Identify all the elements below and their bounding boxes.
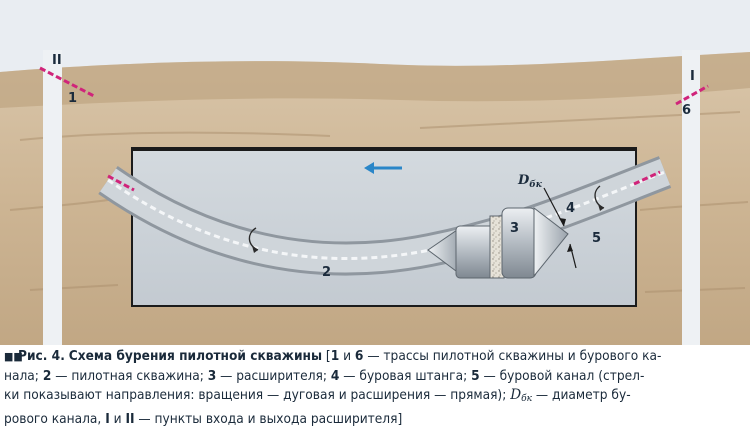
track-right-surface — [675, 84, 709, 106]
drilling-diagram: II 1 I 6 2 3 4 5 Dбк — [0, 0, 750, 345]
caption-num: II — [125, 410, 135, 427]
caption-text: — трассы пилотной скважины и бурового ка… — [363, 348, 662, 364]
caption-num: I — [105, 410, 110, 427]
diameter-subscript: бк — [529, 179, 542, 190]
label-exit-point: II — [52, 53, 62, 68]
caption-num: 5 — [471, 367, 480, 384]
track-left-chamber — [107, 174, 135, 192]
diameter-symbol: D — [517, 173, 530, 188]
caption-text: и — [109, 410, 126, 427]
caption-num: 3 — [207, 367, 217, 384]
caption-line-2: нала; 2 — пилотная скважина; 3 — расшири… — [4, 367, 744, 387]
exit-shaft — [43, 50, 62, 345]
label-pilot-hole: 2 — [322, 265, 331, 280]
caption-text: — расширителя; — [216, 367, 331, 384]
caption-fig-label: Рис. 4. — [18, 348, 65, 364]
pilot-hole-line — [107, 170, 666, 261]
caption-bullet-icon: ■■ — [4, 350, 23, 363]
caption-line-3: ки показывают направления: вращения — ду… — [4, 386, 744, 410]
caption-text: — пункты входа и выхода расширителя] — [134, 410, 403, 427]
caption-text: — пилотная скважина; — [51, 367, 208, 384]
caption-line-1: ■■Рис. 4. Схема бурения пилотной скважин… — [4, 347, 744, 367]
caption-text: ки показывают направления: вращения — ду… — [4, 387, 511, 403]
label-track-left: 1 — [68, 91, 77, 106]
caption-num: 1 — [330, 348, 340, 364]
caption-text: и — [339, 348, 355, 364]
topsoil-band — [0, 52, 750, 108]
chamber-top-edge — [132, 147, 636, 151]
direction-arrow-head — [364, 162, 374, 174]
caption-num: 2 — [42, 367, 52, 384]
caption-fig-title: Схема бурения пилотной скважины — [68, 348, 323, 364]
caption-text: нала; — [4, 367, 43, 384]
figure-caption: ■■Рис. 4. Схема бурения пилотной скважин… — [4, 347, 744, 429]
caption-text: — буровой канал (стрел- — [479, 367, 645, 384]
label-bore-channel: 5 — [592, 231, 601, 246]
label-entry-point: I — [690, 69, 695, 84]
track-right-chamber — [633, 170, 661, 186]
caption-text: — буровая штанга; — [339, 367, 472, 384]
label-reamer: 3 — [510, 221, 519, 236]
caption-text: рового канала, — [4, 410, 106, 427]
caption-d-sub: бк — [521, 394, 532, 404]
caption-text: — диаметр бу- — [532, 387, 631, 403]
caption-num: 4 — [330, 367, 340, 384]
caption-num: 6 — [354, 348, 364, 364]
label-drill-rod: 4 — [566, 201, 575, 216]
caption-line-4: рового канала, I и II — пункты входа и в… — [4, 410, 744, 430]
label-diameter: Dбк — [517, 173, 543, 190]
reamer-assembly — [427, 206, 569, 279]
track-left-surface — [39, 66, 95, 98]
entry-shaft — [682, 50, 700, 345]
caption-text: [ — [322, 348, 331, 364]
label-track-right: 6 — [682, 103, 691, 118]
caption-d-symbol: D — [510, 387, 522, 403]
